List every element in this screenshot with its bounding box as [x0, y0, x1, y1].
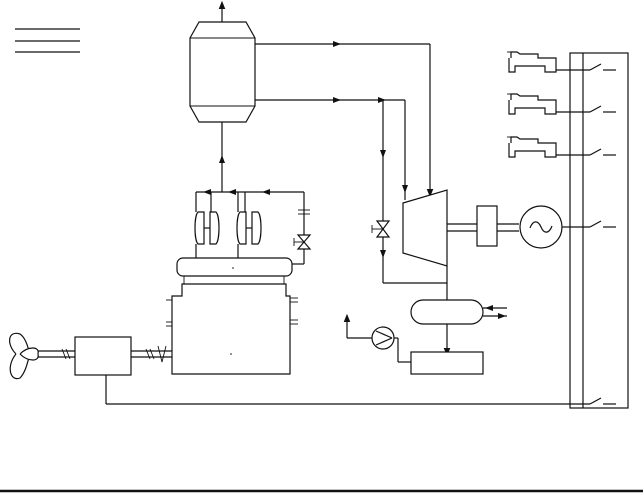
exhaust-gas-boiler — [189, 0, 256, 123]
turbine-gearbox — [476, 205, 498, 247]
consumer-3 — [507, 136, 557, 158]
switch-3 — [556, 148, 616, 156]
reduction-gear — [74, 336, 132, 376]
generator — [519, 205, 570, 249]
bypass-valve — [371, 220, 391, 238]
turbocharger-2 — [236, 192, 262, 258]
pto-line — [105, 375, 570, 405]
consumer-1 — [507, 51, 557, 73]
switch-1 — [556, 63, 616, 71]
consumer-2 — [507, 93, 557, 115]
switch-4 — [570, 220, 616, 228]
condenser — [410, 299, 507, 357]
main-engine — [166, 276, 298, 375]
steam-turbine — [383, 189, 477, 300]
scavenge-receiver — [176, 257, 293, 277]
turbochargers — [194, 122, 304, 258]
hotwell — [410, 351, 484, 375]
propeller — [9, 332, 39, 380]
switchboard — [556, 52, 629, 409]
feed-pump — [343, 313, 411, 363]
switch-5 — [570, 397, 616, 405]
legend — [15, 28, 80, 53]
switch-2 — [556, 105, 616, 113]
control-valve — [292, 192, 312, 265]
turbocharger-1 — [194, 192, 220, 258]
steam-lines — [255, 41, 434, 283]
